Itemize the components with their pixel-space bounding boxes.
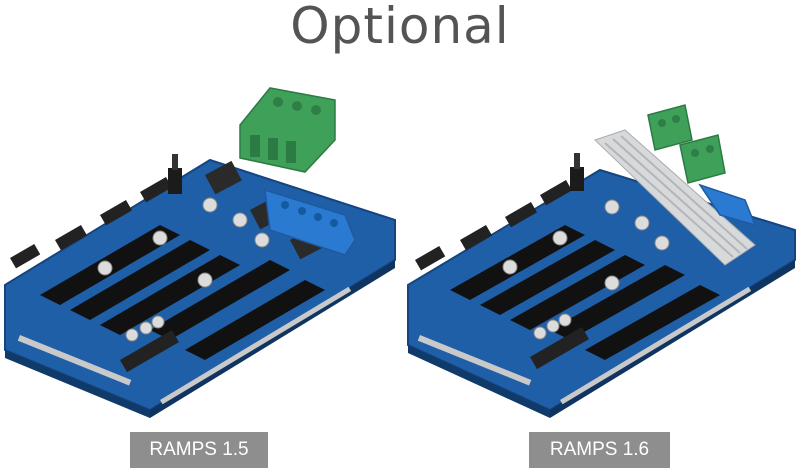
page-title: Optional	[290, 0, 510, 55]
ramps-1-6-label: RAMPS 1.6	[529, 432, 670, 468]
ramps-1-5-board-image	[0, 80, 400, 420]
ramps-1-6-board-image	[400, 95, 800, 425]
ramps-1-5-label: RAMPS 1.5	[130, 432, 268, 468]
